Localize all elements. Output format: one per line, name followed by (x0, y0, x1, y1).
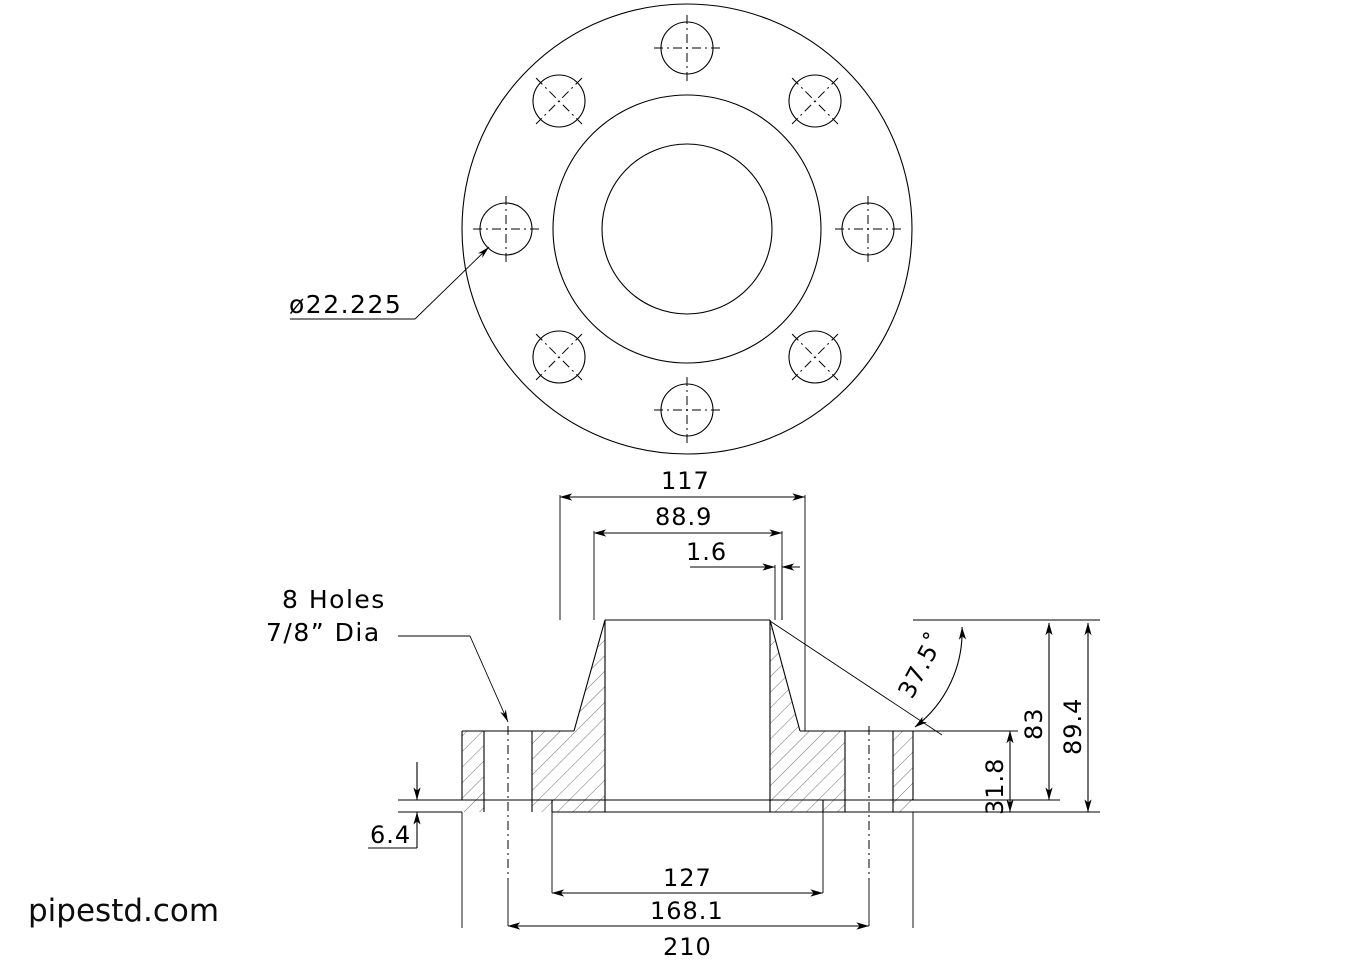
flange-front-view: ø22.225 (289, 4, 912, 454)
bolt-hole-circle (789, 75, 841, 127)
dimension-label: 6.4 (370, 821, 411, 849)
dimension-label: 168.1 (650, 897, 724, 925)
dimension-6-4: 6.4 (368, 762, 462, 849)
angle-reference-line (769, 620, 943, 736)
bolt-hole-left (473, 196, 539, 262)
bolt-hole-centerline-d2 (535, 333, 583, 381)
bottom-dimension-stack: 127 168.1 210 (461, 812, 914, 961)
dimension-88-9: 88.9 (593, 503, 783, 620)
bore-circle (602, 144, 772, 314)
flange-section-view: 8 Holes 7/8” Dia (266, 585, 914, 880)
diameter-callout: ø22.225 (289, 246, 490, 320)
bolt-hole-centerline-d2 (535, 77, 583, 125)
dimension-label: 1.6 (686, 538, 727, 566)
bolt-hole-centerline-d2 (791, 333, 839, 381)
angle-arc (915, 627, 967, 727)
dimension-89-4: 89.4 (913, 619, 1100, 813)
bolt-hole-centerline-d2 (791, 77, 839, 125)
bolt-hole-top (654, 15, 720, 81)
dimension-label: 117 (661, 467, 710, 495)
bolt-hole-top-left (533, 75, 585, 127)
hub-outer-circle (553, 95, 821, 363)
hub-taper-right (769, 619, 801, 732)
hole-note: 8 Holes 7/8” Dia (266, 585, 509, 723)
right-dimension-stack: 31.8 83 89.4 (913, 619, 1100, 815)
bolt-hole-circle (533, 331, 585, 383)
hole-note-line2: 7/8” Dia (266, 618, 381, 647)
dimension-168-1: 168.1 (507, 880, 870, 930)
dimension-label: 88.9 (655, 503, 712, 531)
bolt-hole-bottom-right (789, 331, 841, 383)
dimension-83: 83 (913, 619, 1060, 801)
bolt-hole-bottom (654, 377, 720, 443)
dimension-1-6: 1.6 (686, 538, 800, 620)
dimension-label: 37.5˚ (893, 627, 951, 702)
dimension-210: 210 (461, 812, 914, 961)
dimension-label: 31.8 (981, 758, 1009, 815)
dimension-label: 127 (663, 864, 712, 892)
hole-note-line1: 8 Holes (282, 585, 386, 614)
bolt-hole-circle (789, 331, 841, 383)
dimension-label: 210 (663, 933, 712, 961)
watermark-label: pipestd.com (28, 893, 219, 929)
hole-note-leader (469, 635, 509, 723)
dimension-label: 83 (1020, 707, 1048, 740)
top-dimension-stack: 117 88.9 1.6 (559, 467, 806, 731)
bolt-hole-bottom-left (533, 331, 585, 383)
section-outline (461, 619, 914, 813)
hub-taper-left (573, 619, 606, 732)
dimension-117: 117 (559, 467, 806, 731)
dimension-label: 89.4 (1059, 698, 1087, 755)
dimension-angle-37-5: 37.5˚ (769, 620, 967, 736)
flange-outer-circle (462, 4, 912, 454)
dimension-31-8: 31.8 (913, 730, 1018, 815)
bolt-hole-right (835, 196, 901, 262)
dimension-127: 127 (551, 812, 824, 897)
bolt-hole-circle (533, 75, 585, 127)
diameter-callout-label: ø22.225 (289, 290, 402, 319)
callout-leader (414, 246, 490, 320)
bolt-hole-top-right (789, 75, 841, 127)
